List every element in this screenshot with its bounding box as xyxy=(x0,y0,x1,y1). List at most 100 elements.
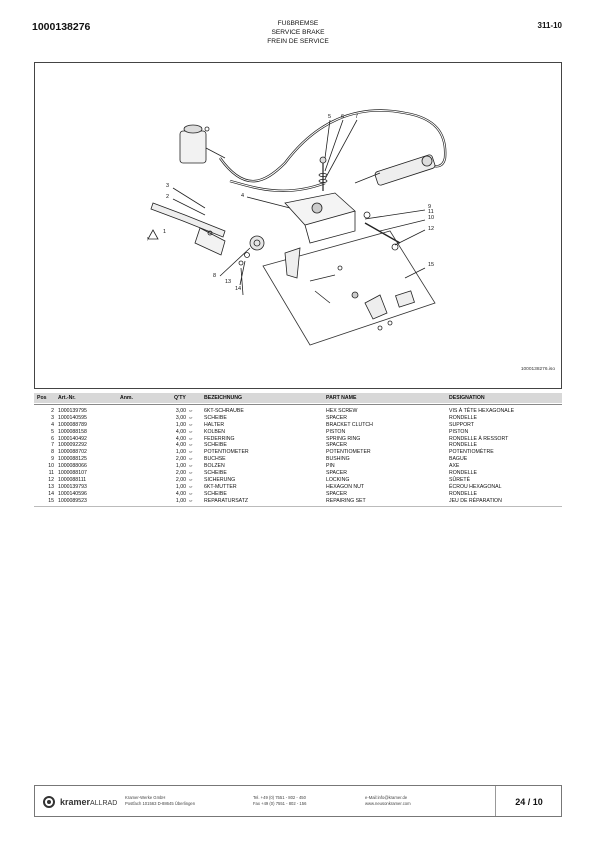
web-link[interactable]: www.neusonkramer.com xyxy=(365,801,411,806)
cell-name-en: HEXAGON NUT xyxy=(326,483,365,490)
cell-unit: ST xyxy=(189,422,193,427)
cell-name-fr: SUPPORT xyxy=(449,421,474,428)
cell-quantity: 1,00 xyxy=(175,449,186,456)
cell-name-en: BUSHING xyxy=(326,456,350,463)
cell-article-number: 1000088066 xyxy=(58,463,87,470)
cell-name-de: SCHEIBE xyxy=(204,414,227,421)
cell-unit: ST xyxy=(189,477,193,482)
company-address: Kramer-Werke GmbH Postfach 101563 D-8864… xyxy=(125,795,195,807)
logo-sub: ALLRAD xyxy=(90,800,118,807)
cell-pos: 3 xyxy=(51,414,54,421)
cell-name-fr: POTENTIOMÈTRE xyxy=(449,449,494,456)
cell-article-number: 1000139793 xyxy=(58,483,87,490)
header-de: BEZEICHNUNG xyxy=(204,395,243,401)
callout-7: 7 xyxy=(355,114,359,120)
cell-quantity: 3,00 xyxy=(175,414,186,421)
cell-quantity: 1,00 xyxy=(175,421,186,428)
cell-name-de: 6KT-SCHRAUBE xyxy=(204,408,244,414)
cell-pos: 5 xyxy=(51,428,54,435)
cell-name-fr: JEU DE RÉPARATION xyxy=(449,497,502,504)
cell-name-en: POTENTIOMETER xyxy=(326,449,371,456)
header-anm: Anm. xyxy=(120,395,133,401)
header-qty: Q'TY xyxy=(174,395,186,401)
cell-name-en: PIN xyxy=(326,463,335,470)
contact-web: e-Mail:info@kramer.de www.neusonkramer.c… xyxy=(365,795,411,807)
cell-name-fr: PISTON xyxy=(449,428,469,435)
cell-pos: 4 xyxy=(51,421,54,428)
cell-name-de: SICHERUNG xyxy=(204,476,236,483)
cell-name-fr: BAGUE xyxy=(449,456,468,463)
company-line-1: Kramer-Werke GmbH xyxy=(125,795,166,800)
title-fr: FREIN DE SERVICE xyxy=(267,38,329,45)
header-art: Art.-Nr. xyxy=(58,395,76,401)
cell-article-number: 1000088702 xyxy=(58,449,87,456)
cell-article-number: 1000140595 xyxy=(58,414,87,421)
cell-name-de: REPARATURSATZ xyxy=(204,497,249,504)
callout-5: 5 xyxy=(328,114,332,120)
cell-name-de: BOLZEN xyxy=(204,463,225,470)
cell-name-en: SPACER xyxy=(326,490,347,497)
cell-name-fr: RONDELLE xyxy=(449,442,477,449)
brake-assembly-drawing: ! xyxy=(147,109,447,346)
cell-unit: ST xyxy=(189,471,193,476)
cell-name-fr: RONDELLE xyxy=(449,470,477,477)
header-fr: DESIGNATION xyxy=(449,395,485,401)
cell-name-en: REPAIRING SET xyxy=(326,497,366,504)
cell-article-number: 1000140492 xyxy=(58,435,87,442)
cell-name-de: HALTER xyxy=(204,421,225,428)
callout-4: 4 xyxy=(241,193,245,199)
cell-unit: ST xyxy=(189,498,193,503)
cell-name-de: SCHEIBE xyxy=(204,442,227,449)
cell-name-de: BUCHSE xyxy=(204,456,226,463)
article-number: 1000138276 xyxy=(32,21,91,33)
cell-article-number: 1000089523 xyxy=(58,497,87,504)
cell-quantity: 2,00 xyxy=(175,456,186,463)
callout-13: 13 xyxy=(225,279,232,285)
callout-6: 6 xyxy=(341,114,345,120)
cell-pos: 2 xyxy=(51,408,54,414)
cell-pos: 10 xyxy=(48,463,54,470)
phone: Tel. +49 (0) 7551 - 802 - 450 xyxy=(253,795,306,800)
title-de: FUßBREMSE xyxy=(277,20,319,27)
cell-name-de: SCHEIBE xyxy=(204,490,227,497)
cell-name-fr: AXE xyxy=(449,463,460,470)
cell-name-en: SPACER xyxy=(326,442,347,449)
cell-name-en: BRACKET CLUTCH xyxy=(326,421,373,428)
email-link[interactable]: e-Mail:info@kramer.de xyxy=(365,795,408,800)
figure-reference: 1000138276.iso xyxy=(520,367,555,372)
cell-pos: 9 xyxy=(51,456,54,463)
callout-15: 15 xyxy=(428,262,435,268)
cell-quantity: 1,00 xyxy=(175,463,186,470)
header-pos: Pos xyxy=(37,395,47,401)
cell-article-number: 1000140596 xyxy=(58,490,87,497)
cell-quantity: 4,00 xyxy=(175,428,186,435)
cell-pos: 15 xyxy=(48,497,54,504)
cell-unit: ST xyxy=(189,457,193,462)
table-rule xyxy=(34,404,562,405)
cell-name-de: 6KT-MUTTER xyxy=(204,483,237,490)
table-rule xyxy=(34,506,562,507)
cell-unit: ST xyxy=(189,415,193,420)
cell-article-number: 1000088111 xyxy=(58,476,87,483)
callout-12: 12 xyxy=(428,226,435,232)
header-en: PART NAME xyxy=(326,395,357,401)
cell-name-en: HEX SCREW xyxy=(326,408,358,414)
fax: Fax +49 (0) 7551 - 802 - 156 xyxy=(253,801,307,806)
cell-name-en: SPACER xyxy=(326,470,347,477)
cell-pos: 14 xyxy=(48,490,54,497)
cell-article-number: 1000088107 xyxy=(58,470,87,477)
exploded-view-figure: ! 1 2 3 4 5 6 7 8 9 10 11 12 13 14 15 10… xyxy=(34,62,562,389)
cell-article-number: 1000092292 xyxy=(58,442,87,449)
cell-unit: ST xyxy=(189,429,193,434)
cell-pos: 12 xyxy=(48,476,54,483)
svg-text:!: ! xyxy=(147,237,148,243)
callout-2: 2 xyxy=(166,194,170,200)
cell-name-fr: SÛRETÉ xyxy=(449,476,471,483)
cell-article-number: 1000088158 xyxy=(58,428,87,435)
